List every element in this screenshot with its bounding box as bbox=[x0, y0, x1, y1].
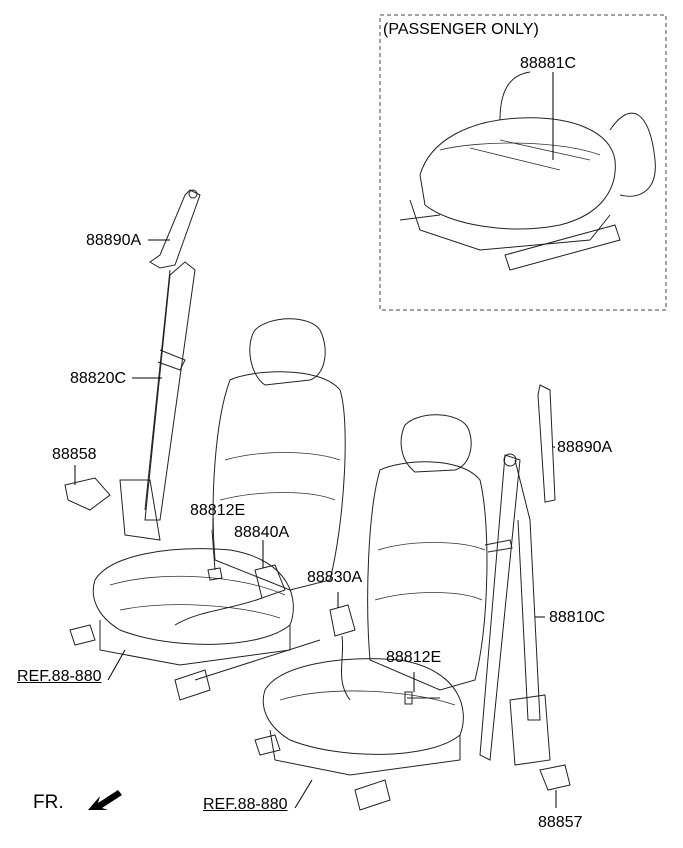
part-label-buckle-right: 88830A bbox=[307, 569, 363, 586]
left-buckle bbox=[174, 540, 286, 626]
right-bracket bbox=[539, 764, 571, 808]
left-bolt bbox=[207, 518, 223, 581]
front-indicator-label: FR. bbox=[33, 792, 64, 813]
right-seatbelt bbox=[479, 453, 551, 766]
part-label-buckle-left: 88840A bbox=[234, 524, 290, 541]
left-bracket bbox=[64, 465, 111, 511]
left-seatbelt bbox=[119, 261, 196, 541]
part-label-upper-anchor-left: 88890A bbox=[86, 232, 142, 249]
inset-seat-cushion bbox=[399, 71, 656, 271]
part-label-upper-anchor-right: 88890A bbox=[557, 439, 613, 456]
part-label-bolt-right: 88812E bbox=[386, 649, 442, 666]
part-label-bracket-right: 88857 bbox=[538, 814, 583, 831]
ref-left-leader bbox=[107, 649, 126, 681]
right-bolt bbox=[404, 672, 440, 705]
ref-right-leader bbox=[294, 779, 313, 809]
ref-link-right[interactable]: REF.88-880 bbox=[203, 796, 288, 813]
left-upper-anchor bbox=[148, 189, 201, 269]
part-label-belt-right: 88810C bbox=[549, 609, 606, 626]
part-label-bracket-left: 88858 bbox=[52, 446, 97, 463]
left-seat bbox=[69, 318, 346, 701]
right-buckle bbox=[329, 592, 356, 701]
part-label-belt-left: 88820C bbox=[70, 370, 127, 387]
part-label-bolt-left: 88812E bbox=[190, 502, 246, 519]
ref-link-left[interactable]: REF.88-880 bbox=[17, 668, 102, 685]
right-seat bbox=[254, 414, 488, 811]
front-arrow-icon bbox=[88, 790, 122, 810]
part-label-88881c: 88881C bbox=[520, 55, 577, 72]
inset-title: (PASSENGER ONLY) bbox=[383, 21, 539, 38]
inset-dashed-box bbox=[379, 14, 667, 311]
right-upper-anchor bbox=[537, 384, 556, 503]
